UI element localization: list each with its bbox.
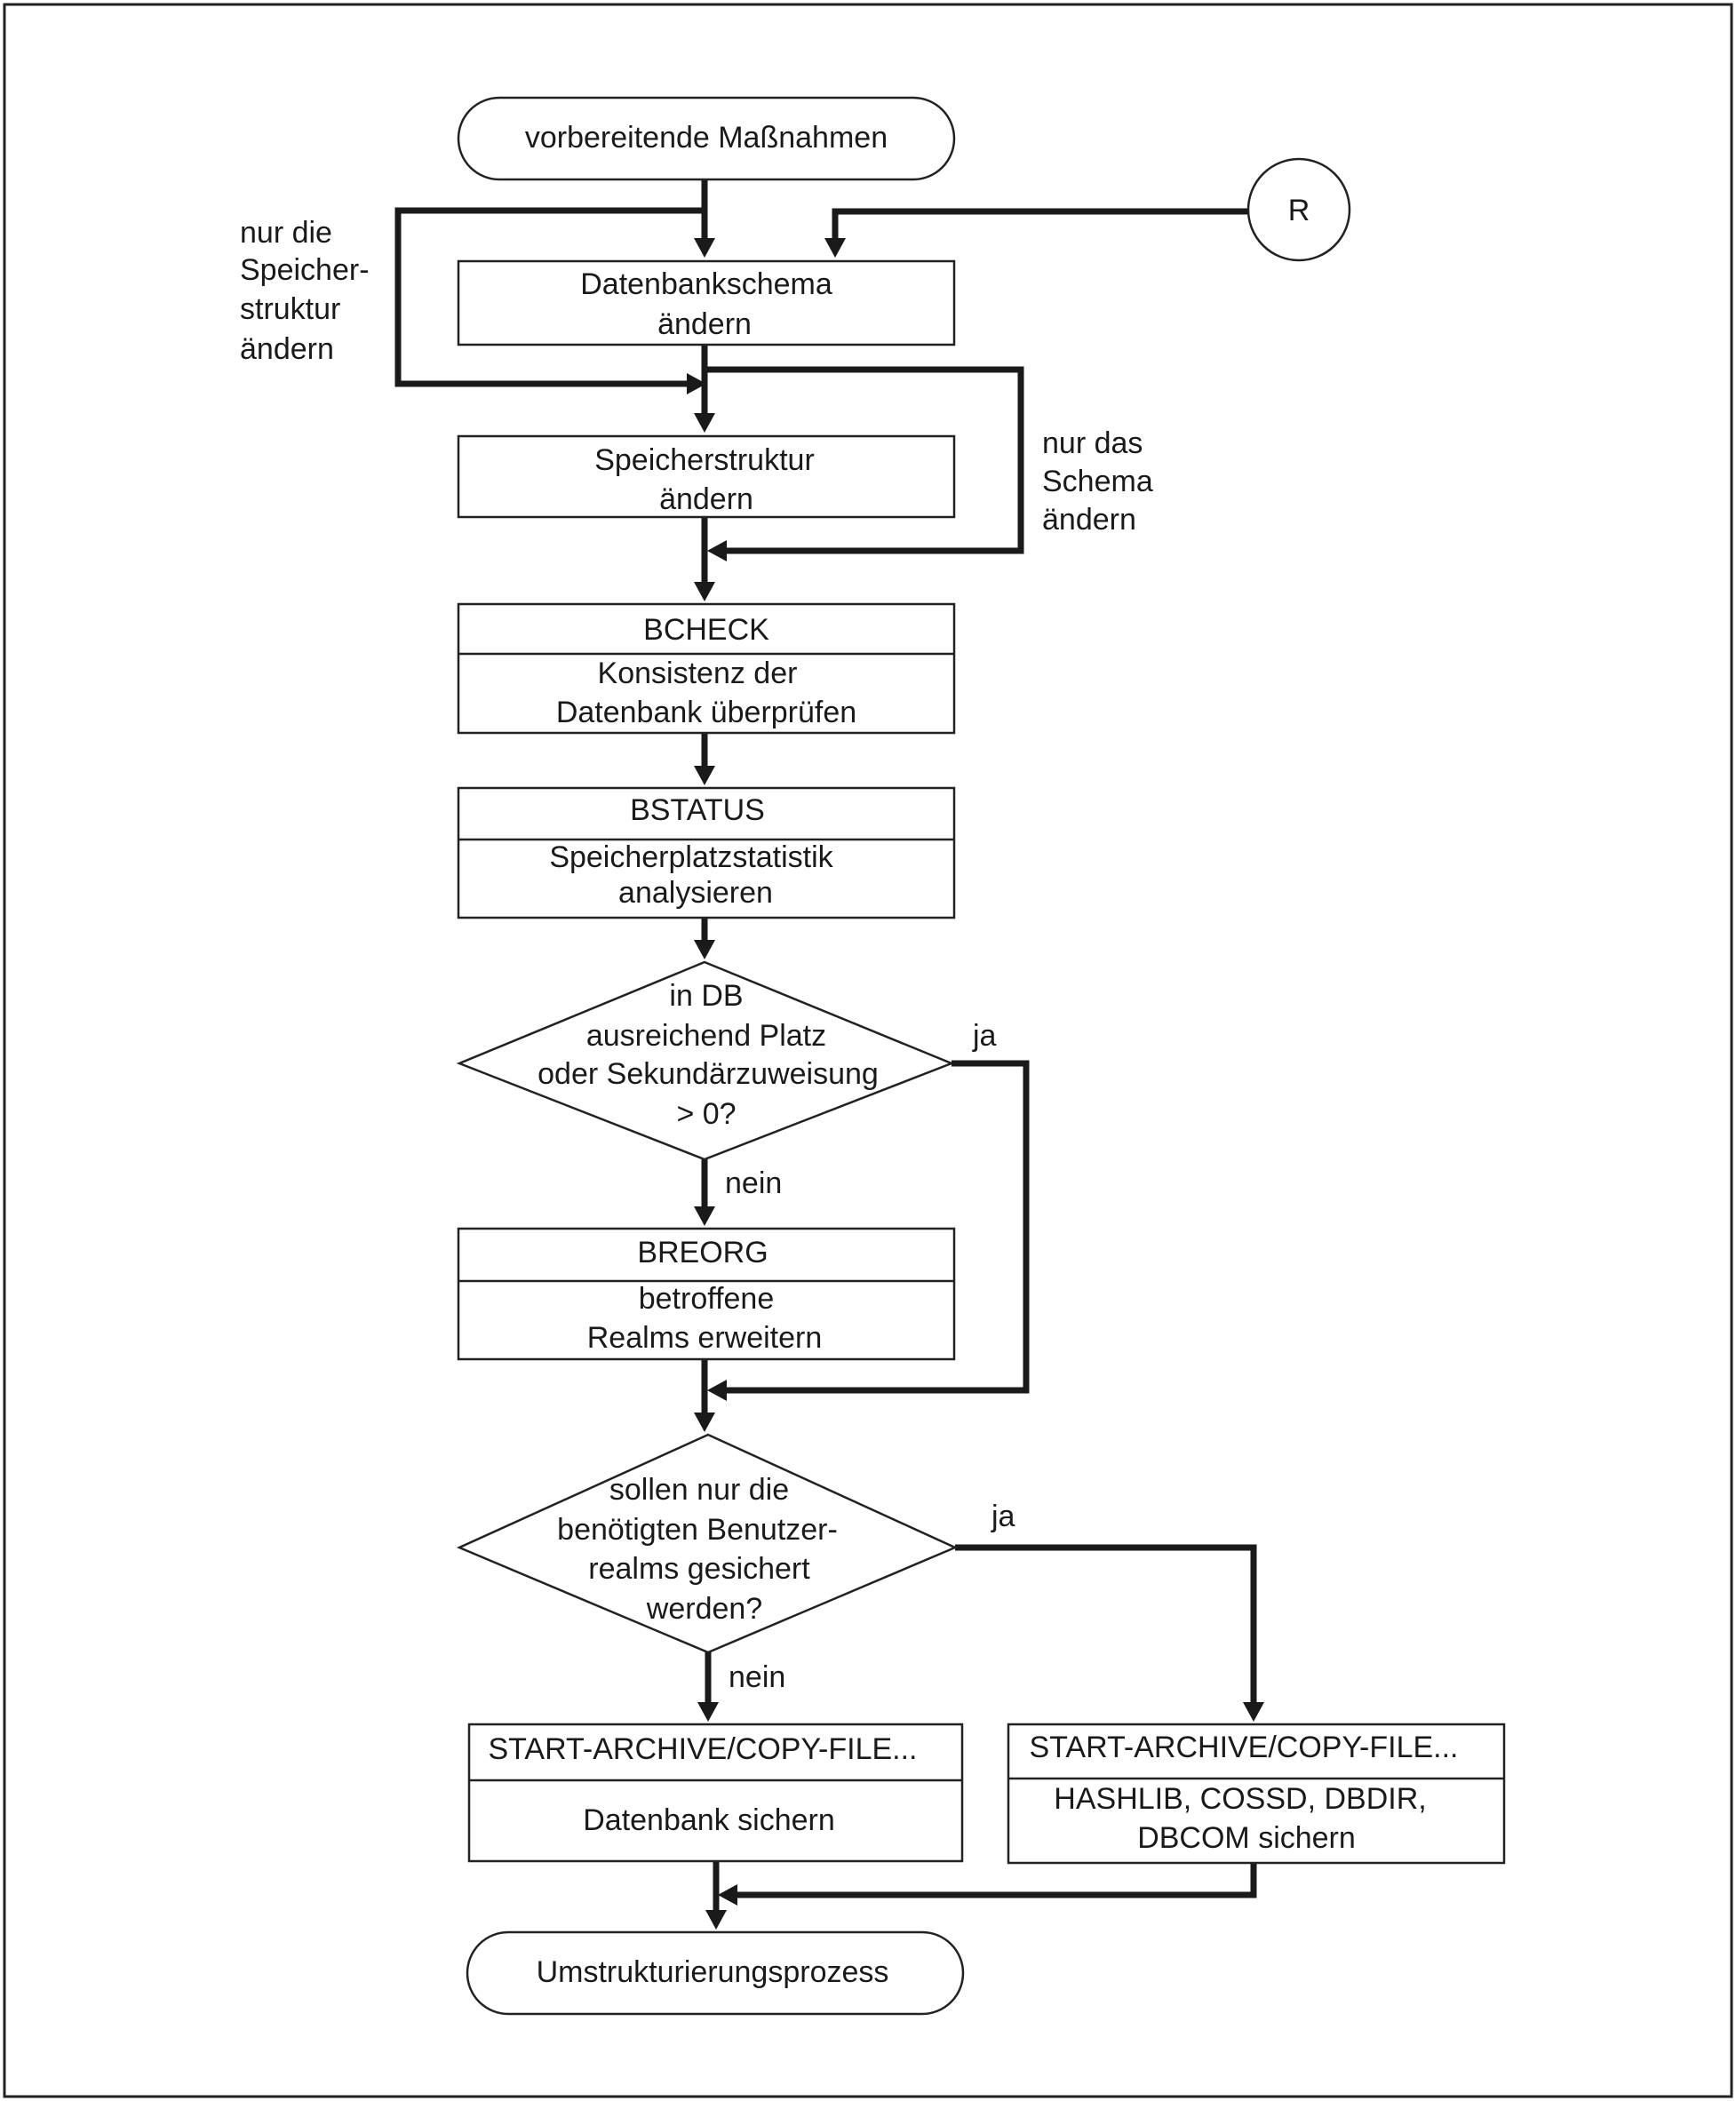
breorg-title: BREORG [637, 1236, 768, 1269]
decision1-yes-label: ja [972, 1019, 997, 1053]
arrowhead-bstatus [694, 766, 715, 785]
bcheck-line2: Datenbank überprüfen [556, 696, 856, 729]
end-terminal: Umstrukturierungsprozess [466, 1930, 965, 2016]
decision1-line1: in DB [669, 979, 743, 1013]
outer-frame [3, 3, 1733, 2098]
breorg-line2: Realms erweitern [587, 1321, 823, 1355]
arrowhead-archive-right [1243, 1702, 1264, 1722]
decision2-line2: benötigten Benutzer- [557, 1513, 838, 1547]
schema-label-line1: Datenbankschema [580, 267, 832, 301]
start-terminal: vorbereitende Maßnahmen [457, 96, 956, 181]
arrowhead-bcheck [694, 582, 715, 601]
bypass-left-line4: ändern [240, 332, 334, 366]
bcheck-title: BCHECK [643, 613, 769, 647]
schema-label-line2: ändern [657, 307, 752, 341]
decision1-line3: oder Sekundärzuweisung [538, 1057, 879, 1091]
process-change-storage: Speicherstruktur ändern [457, 434, 956, 519]
process-change-schema: Datenbankschema ändern [457, 259, 956, 346]
archive-left-title: START-ARCHIVE/COPY-FILE... [488, 1732, 917, 1766]
edge-archive-right-to-end [737, 1863, 1257, 1898]
bcheck-line1: Konsistenz der [598, 657, 798, 690]
arrowhead-decision2 [694, 1413, 715, 1432]
start-label: vorbereitende Maßnahmen [525, 121, 888, 155]
process-archive-database: START-ARCHIVE/COPY-FILE... Datenbank sic… [467, 1723, 964, 1863]
arrowhead-bypass-right [707, 540, 727, 561]
bypass-left-line1: nur die [240, 216, 332, 250]
arrowhead-storage [694, 413, 715, 433]
decision1-no-label: nein [725, 1166, 782, 1200]
bstatus-line1: Speicherplatzstatistik [549, 840, 833, 874]
process-bcheck: BCHECK Konsistenz der Datenbank überprüf… [457, 602, 956, 735]
arrowhead-join1 [707, 1380, 727, 1401]
bypass-right-line3: ändern [1042, 503, 1136, 537]
arrowhead-decision1 [694, 940, 715, 959]
edge-labels: nur die Speicher- struktur ändern nur da… [240, 216, 1153, 1694]
arrowhead-bypass-left [687, 373, 706, 394]
arrowhead-join2 [718, 1884, 737, 1906]
decision1-line2: ausreichend Platz [586, 1019, 826, 1053]
bstatus-line2: analysieren [618, 876, 773, 910]
r-connector: R [1246, 157, 1351, 262]
storage-label-line1: Speicherstruktur [594, 443, 815, 477]
bstatus-title: BSTATUS [630, 793, 765, 827]
decision1-line4: > 0? [676, 1097, 736, 1131]
decision2-yes-label: ja [991, 1500, 1015, 1533]
process-breorg: BREORG betroffene Realms erweitern [457, 1227, 956, 1361]
decision2-line1: sollen nur die [609, 1473, 789, 1507]
decision2-line4: werden? [646, 1592, 762, 1626]
bypass-right-line2: Schema [1042, 465, 1153, 498]
edge-decision2-yes [955, 1544, 1257, 1702]
decision-save-user-realms: sollen nur die benötigten Benutzer- real… [456, 1433, 959, 1654]
storage-label-line2: ändern [659, 482, 753, 516]
archive-right-title: START-ARCHIVE/COPY-FILE... [1029, 1731, 1458, 1764]
r-connector-label: R [1288, 194, 1310, 227]
archive-right-line2: DBCOM sichern [1137, 1821, 1356, 1855]
connectors [394, 179, 1264, 1930]
arrowhead-end [705, 1910, 727, 1930]
edge-decision1-yes [727, 1060, 1030, 1394]
arrowhead-r [824, 238, 846, 258]
arrowhead-archive-left [697, 1702, 719, 1722]
archive-left-body: Datenbank sichern [583, 1803, 835, 1837]
process-bstatus: BSTATUS Speicherplatzstatistik analysier… [457, 786, 956, 919]
edge-bypass-storage-only [394, 207, 705, 387]
edge-bypass-schema-only [705, 366, 1024, 554]
bypass-right-line1: nur das [1042, 426, 1143, 460]
decision2-line3: realms gesichert [588, 1552, 810, 1586]
process-archive-metadata: START-ARCHIVE/COPY-FILE... HASHLIB, COSS… [1007, 1723, 1506, 1865]
archive-right-line1: HASHLIB, COSSD, DBDIR, [1054, 1782, 1426, 1816]
bypass-left-line3: struktur [240, 292, 340, 326]
edge-r-to-schema [832, 208, 1248, 238]
decision-enough-space: in DB ausreichend Platz oder Sekundärzuw… [456, 960, 955, 1161]
arrowhead-breorg [694, 1206, 715, 1226]
decision2-no-label: nein [729, 1660, 785, 1694]
bypass-left-line2: Speicher- [240, 253, 370, 287]
breorg-line1: betroffene [639, 1282, 775, 1316]
arrowhead-schema [694, 238, 715, 258]
end-label: Umstrukturierungsprozess [537, 1955, 889, 1989]
